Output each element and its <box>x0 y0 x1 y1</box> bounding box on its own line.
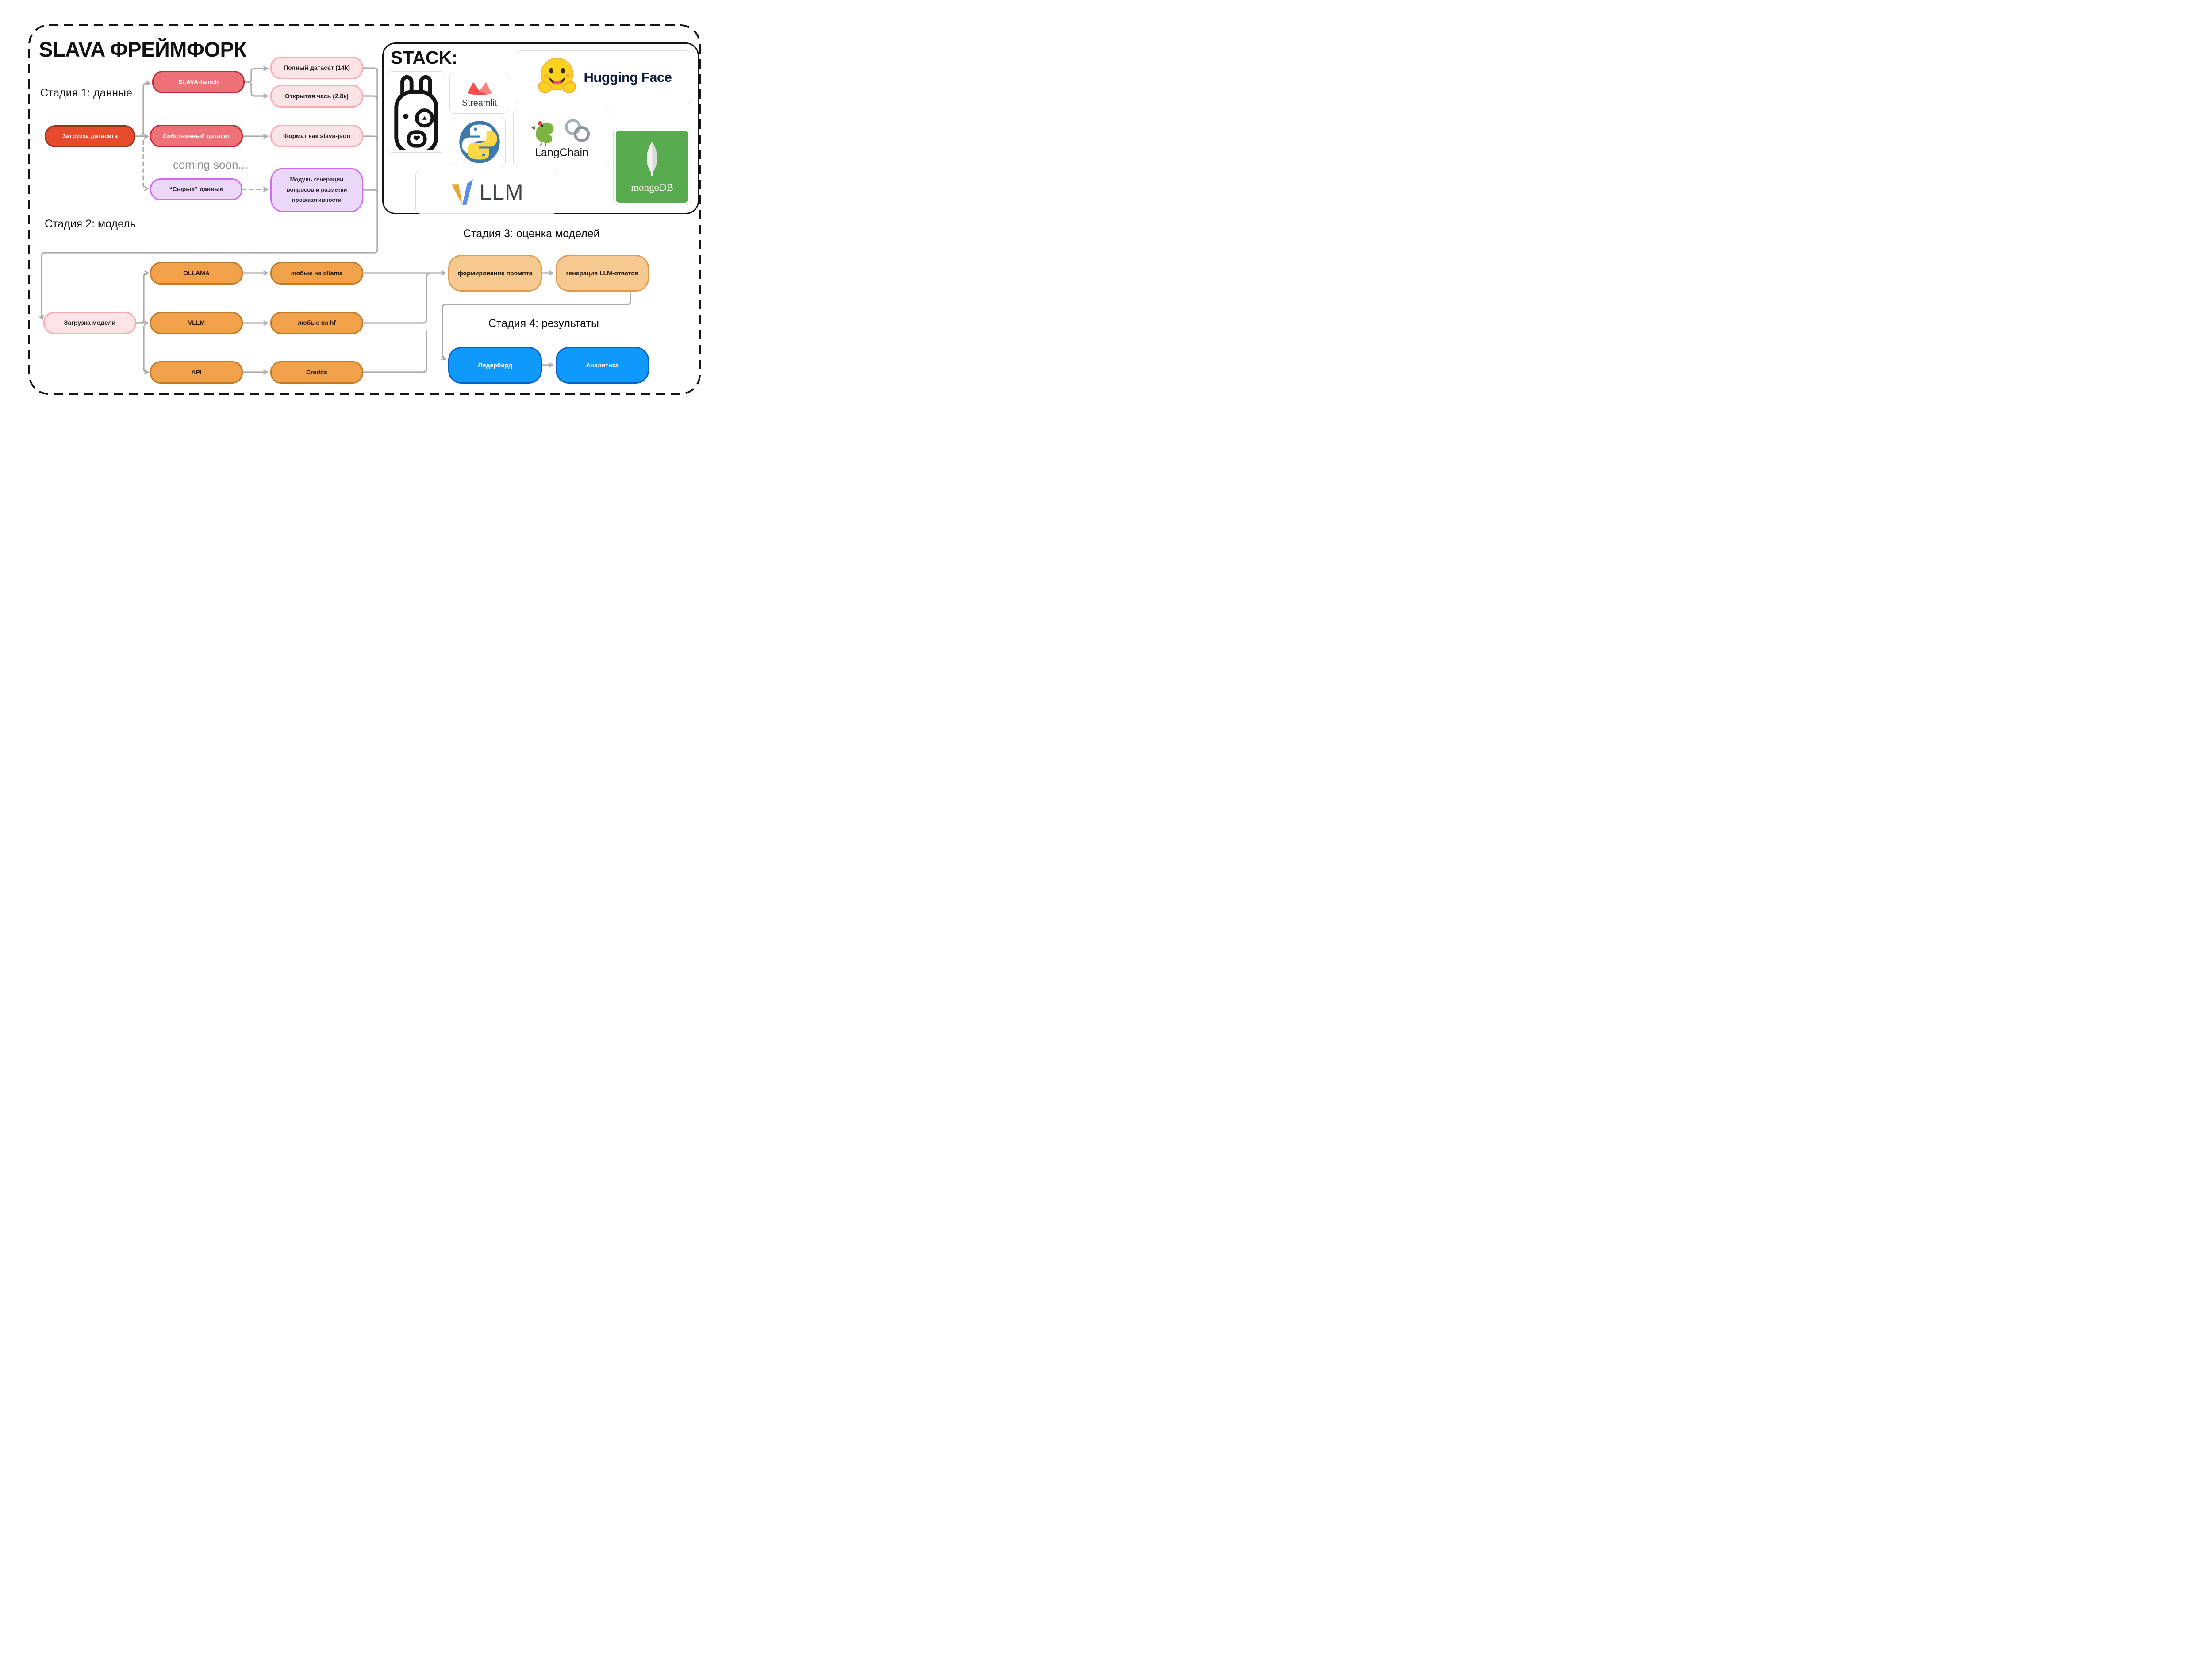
merge-module <box>362 189 378 194</box>
stage4-label: Стадия 4: результаты <box>488 317 599 330</box>
diagram-canvas: SLAVA ФРЕЙМФОРК Стадия 1: данные Стадия … <box>0 0 730 420</box>
node-full-dataset: Полный датасет (14k) <box>270 57 363 79</box>
merge-credits <box>362 330 427 373</box>
node-llm-generation: генерация LLM-ответов <box>556 255 649 292</box>
ollama-logo-card <box>387 71 445 153</box>
node-open-part: Открытая чась (2.8к) <box>270 85 363 108</box>
node-own-dataset: Собственный датасет <box>150 125 243 147</box>
node-format-slava-json: Формат как slava-json <box>270 125 363 147</box>
langchain-logo-card: LangChain <box>513 109 610 167</box>
arrow-to-api <box>143 326 148 372</box>
arrow-to-ollama <box>135 273 148 324</box>
stage1-label: Стадия 1: данные <box>40 87 132 99</box>
arrow-to-open-part <box>247 81 267 96</box>
arrow-to-slava-bench <box>134 83 149 137</box>
mongodb-leaf-icon <box>646 141 657 176</box>
node-leaderboard: Лидерборд <box>448 347 542 384</box>
outer-dashed-border <box>28 24 701 395</box>
python-icon <box>459 121 500 163</box>
connector-lines <box>28 24 701 395</box>
mongodb-label: mongoDB <box>631 181 673 193</box>
dashed-arrow-to-raw-data <box>142 140 147 189</box>
loop-to-load-model <box>42 67 378 319</box>
node-slava-bench: SLAVA-bench <box>152 71 245 93</box>
stack-title: STACK: <box>391 47 458 68</box>
node-raw-data: “Сырые” данные <box>150 178 242 200</box>
merge-open-part <box>362 95 378 100</box>
vllm-wordmark: LLM <box>479 179 524 204</box>
node-vllm: VLLM <box>150 312 243 334</box>
streamlit-label: Streamlit <box>462 98 497 108</box>
node-analytics: Аналитика <box>556 347 649 384</box>
python-logo-card <box>453 117 506 167</box>
stack-panel: STACK: Streamlit <box>382 42 699 214</box>
node-generation-module: Модуль генерации вопросов и разметки про… <box>270 168 363 212</box>
mongodb-badge: mongoDB <box>616 131 688 203</box>
page-title: SLAVA ФРЕЙМФОРК <box>39 38 246 61</box>
vllm-icon <box>452 179 473 205</box>
arrow-to-full-dataset <box>244 69 267 83</box>
hugging-face-logo-card: Hugging Face <box>516 50 691 104</box>
node-prompt-building: формирование промпта <box>448 255 542 292</box>
stage2-label: Стадия 2: модель <box>45 218 136 230</box>
merge-any-hf <box>362 272 431 324</box>
node-credits: Credits <box>270 361 363 384</box>
streamlit-logo-card: Streamlit <box>449 73 509 114</box>
merge-format-json <box>362 135 378 141</box>
streamlit-icon <box>467 82 492 95</box>
hugging-face-label: Hugging Face <box>584 69 672 85</box>
mongodb-logo-card: mongoDB <box>613 128 691 205</box>
node-any-on-ollama: любые на ollama <box>270 262 363 285</box>
node-any-on-hf: любые на hf <box>270 312 363 334</box>
langchain-label: LangChain <box>535 146 588 159</box>
node-ollama: OLLAMA <box>150 262 243 285</box>
langchain-icon <box>531 119 590 146</box>
ollama-llama-icon <box>394 75 438 150</box>
node-api: API <box>150 361 243 384</box>
node-load-model: Загрузка модели <box>43 312 136 334</box>
stage3-label: Стадия 3: оценка моделей <box>463 227 600 240</box>
vllm-logo-card: LLM <box>415 170 558 214</box>
coming-soon-note: coming soon... <box>173 158 248 171</box>
loop-to-leaderboard <box>442 291 631 359</box>
node-load-dataset: Загрузка датасета <box>45 125 135 147</box>
hugging-face-icon <box>538 58 576 93</box>
